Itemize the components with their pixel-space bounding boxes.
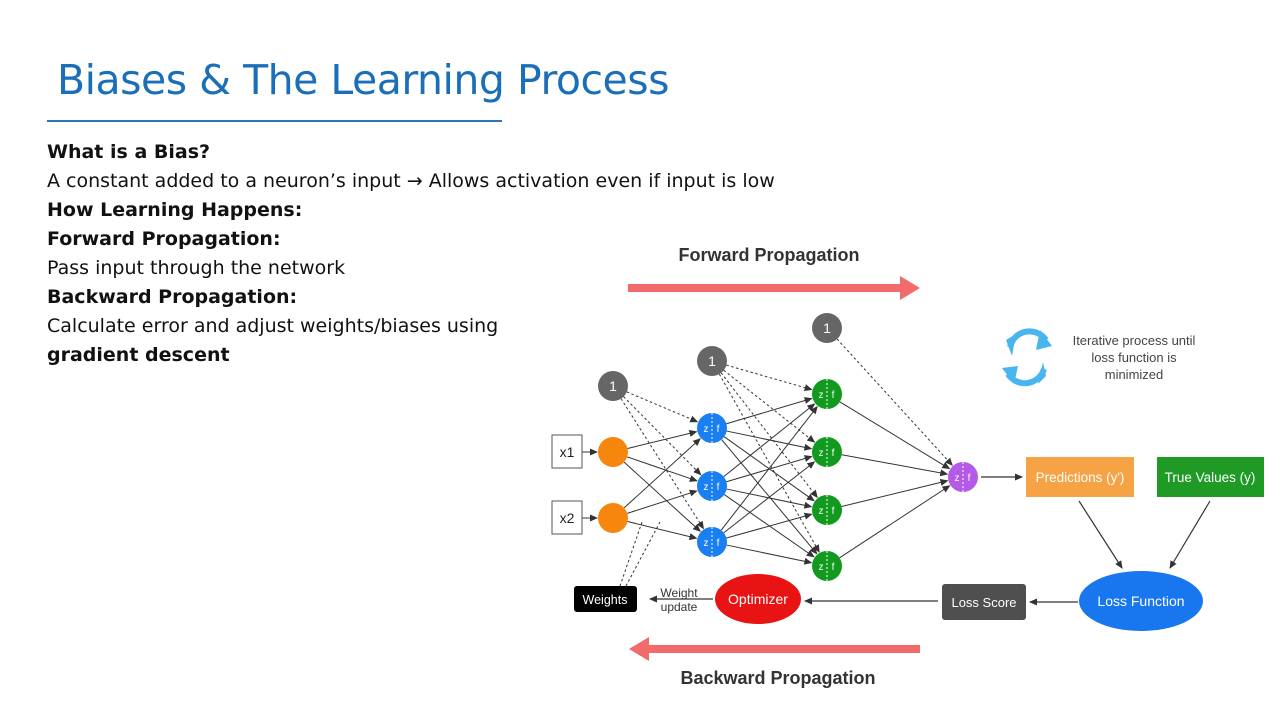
weight-connection — [839, 401, 951, 470]
bias-connection — [626, 391, 699, 423]
forward-propagation-arrow — [628, 276, 920, 300]
forward-description: Pass input through the network — [47, 257, 346, 279]
neuron-f-label: f — [832, 562, 835, 573]
hidden-layer-2-neuron — [812, 551, 842, 581]
bias-connection — [718, 373, 820, 553]
heading-how-learning: How Learning Happens: — [47, 199, 303, 221]
gradient-descent-term: gradient descent — [47, 344, 230, 366]
forward-propagation-label: Forward Propagation — [678, 245, 859, 265]
bias-label: 1 — [609, 378, 617, 394]
weight-connection — [627, 489, 698, 514]
neuron-z-label: z — [819, 390, 824, 401]
input-box-x2: x2 — [551, 500, 583, 535]
bias-label: 1 — [823, 320, 831, 336]
neuron-f-label: f — [717, 424, 720, 435]
hidden-layer-2-neuron — [812, 379, 842, 409]
weight-connection — [726, 397, 813, 425]
neuron-z-label: z — [955, 473, 960, 484]
weight-connection — [726, 512, 813, 539]
optimizer-ellipse: Optimizer — [715, 574, 801, 624]
neuron-z-label: z — [704, 538, 709, 549]
input-label-x1: x1 — [560, 444, 575, 460]
weight-update-line-2: update — [661, 600, 698, 614]
hidden-layer-1-neuron — [697, 527, 727, 557]
neuron-f-label: f — [717, 482, 720, 493]
iterative-note-line-1: Iterative process until — [1073, 333, 1196, 348]
bias-connection — [720, 372, 818, 499]
optimizer-label: Optimizer — [728, 591, 788, 607]
output-neuron — [948, 462, 978, 492]
neuron-z-label: z — [704, 424, 709, 435]
predictions-label: Predictions (y') — [1036, 470, 1125, 485]
input-neuron — [598, 437, 628, 467]
input-label-x2: x2 — [560, 510, 575, 526]
title-underline — [47, 120, 502, 122]
hidden-layer-2-neuron — [812, 495, 842, 525]
neuron-f-label: f — [832, 506, 835, 517]
backward-propagation-arrow — [629, 637, 920, 661]
bias-node — [598, 371, 628, 401]
hidden-layer-2-neuron — [812, 437, 842, 467]
bias-connection — [836, 338, 953, 466]
slide-title: Biases & The Learning Process — [57, 56, 669, 104]
weight-connection — [841, 454, 949, 477]
weight-connection — [839, 485, 951, 559]
neuron-z-label: z — [819, 448, 824, 459]
bias-node — [812, 313, 842, 343]
neuron-f-label: f — [832, 448, 835, 459]
weight-connection — [723, 403, 816, 478]
weight-connection — [720, 405, 818, 531]
neuron-f-label: f — [832, 390, 835, 401]
weight-connection — [726, 544, 813, 565]
weight-update-dashed-line — [619, 521, 643, 587]
true-values-box: True Values (y) — [1157, 457, 1264, 497]
heading-backward-propagation: Backward Propagation: — [47, 286, 298, 308]
loss-score-label: Loss Score — [951, 595, 1016, 610]
bias-definition: A constant added to a neuron’s input → A… — [47, 170, 775, 192]
iterative-note-line-2: loss function is — [1091, 350, 1177, 365]
weight-connection — [627, 430, 698, 449]
bias-node — [697, 346, 727, 376]
weight-connection — [841, 479, 949, 507]
weight-update-dashed-line — [625, 521, 661, 587]
weight-connection — [723, 461, 816, 534]
bias-label: 1 — [708, 353, 716, 369]
weight-connection — [623, 438, 701, 509]
weight-update-line-1: Weight — [660, 586, 698, 600]
weight-connection — [627, 456, 698, 482]
bias-connection — [726, 364, 813, 392]
true-values-label: True Values (y) — [1165, 470, 1256, 485]
slide-body-text: What is a Bias? A constant added to a ne… — [47, 138, 775, 370]
input-neuron — [598, 503, 628, 533]
bias-connection — [620, 398, 704, 530]
predictions-box: Predictions (y') — [1026, 457, 1134, 497]
weights-box: Weights — [574, 586, 637, 612]
heading-what-is-bias: What is a Bias? — [47, 141, 211, 163]
backward-propagation-label: Backward Propagation — [680, 668, 875, 688]
weights-label: Weights — [583, 593, 628, 607]
heading-forward-propagation: Forward Propagation: — [47, 228, 281, 250]
neuron-z-label: z — [819, 562, 824, 573]
neuron-z-label: z — [819, 506, 824, 517]
bias-connection — [723, 369, 816, 443]
neuron-f-label: f — [968, 473, 971, 484]
hidden-layer-1-neuron — [697, 471, 727, 501]
bias-connection — [623, 396, 702, 476]
loss-function-label: Loss Function — [1097, 593, 1184, 609]
hidden-layer-1-neuron — [697, 413, 727, 443]
loss-score-box: Loss Score — [942, 584, 1026, 620]
neuron-f-label: f — [717, 538, 720, 549]
neuron-z-label: z — [704, 482, 709, 493]
weight-connection — [627, 521, 698, 540]
weight-connection — [623, 461, 701, 532]
input-box-x1: x1 — [551, 434, 583, 469]
backward-description: Calculate error and adjust weights/biase… — [47, 315, 499, 337]
flow-arrows — [649, 473, 1211, 606]
iterative-note-line-3: minimized — [1105, 367, 1164, 382]
network-connections — [582, 338, 953, 587]
refresh-cycle-icon — [1002, 328, 1052, 387]
loss-function-ellipse: Loss Function — [1079, 571, 1203, 631]
